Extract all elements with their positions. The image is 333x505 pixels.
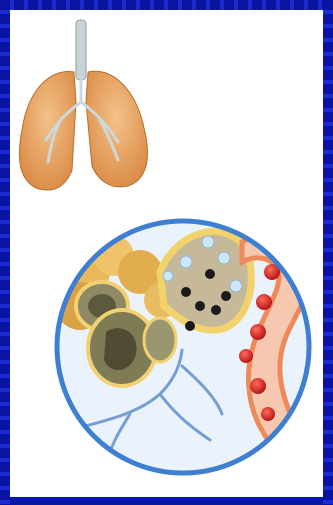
co2-particle: [211, 305, 221, 315]
right-lung: [86, 71, 147, 187]
red-blood-cell: [281, 241, 295, 255]
lungs: [19, 20, 147, 190]
oxygen-particle: [230, 280, 242, 292]
trachea: [76, 20, 86, 80]
frame-border-left: [0, 0, 10, 505]
oxygen-particle: [202, 236, 214, 248]
red-blood-cell: [250, 378, 266, 394]
oxygen-particle: [180, 256, 192, 268]
magnified-view: [56, 221, 312, 473]
frame-border-right: [323, 0, 333, 505]
red-blood-cell: [256, 294, 272, 310]
red-blood-cell: [239, 349, 253, 363]
co2-particle: [205, 269, 215, 279]
lung-diagram: [10, 10, 323, 497]
frame-border-top: [0, 0, 333, 10]
co2-particle: [185, 321, 195, 331]
red-blood-cell: [250, 324, 266, 340]
co2-particle: [221, 291, 231, 301]
left-lung: [19, 72, 76, 190]
co2-particle: [195, 301, 205, 311]
red-blood-cell: [261, 407, 275, 421]
illustration-panel: [10, 10, 323, 497]
oxygen-particle: [163, 271, 173, 281]
alveolus-sac: [160, 232, 251, 331]
oxygen-particle: [218, 252, 230, 264]
co2-particle: [181, 287, 191, 297]
